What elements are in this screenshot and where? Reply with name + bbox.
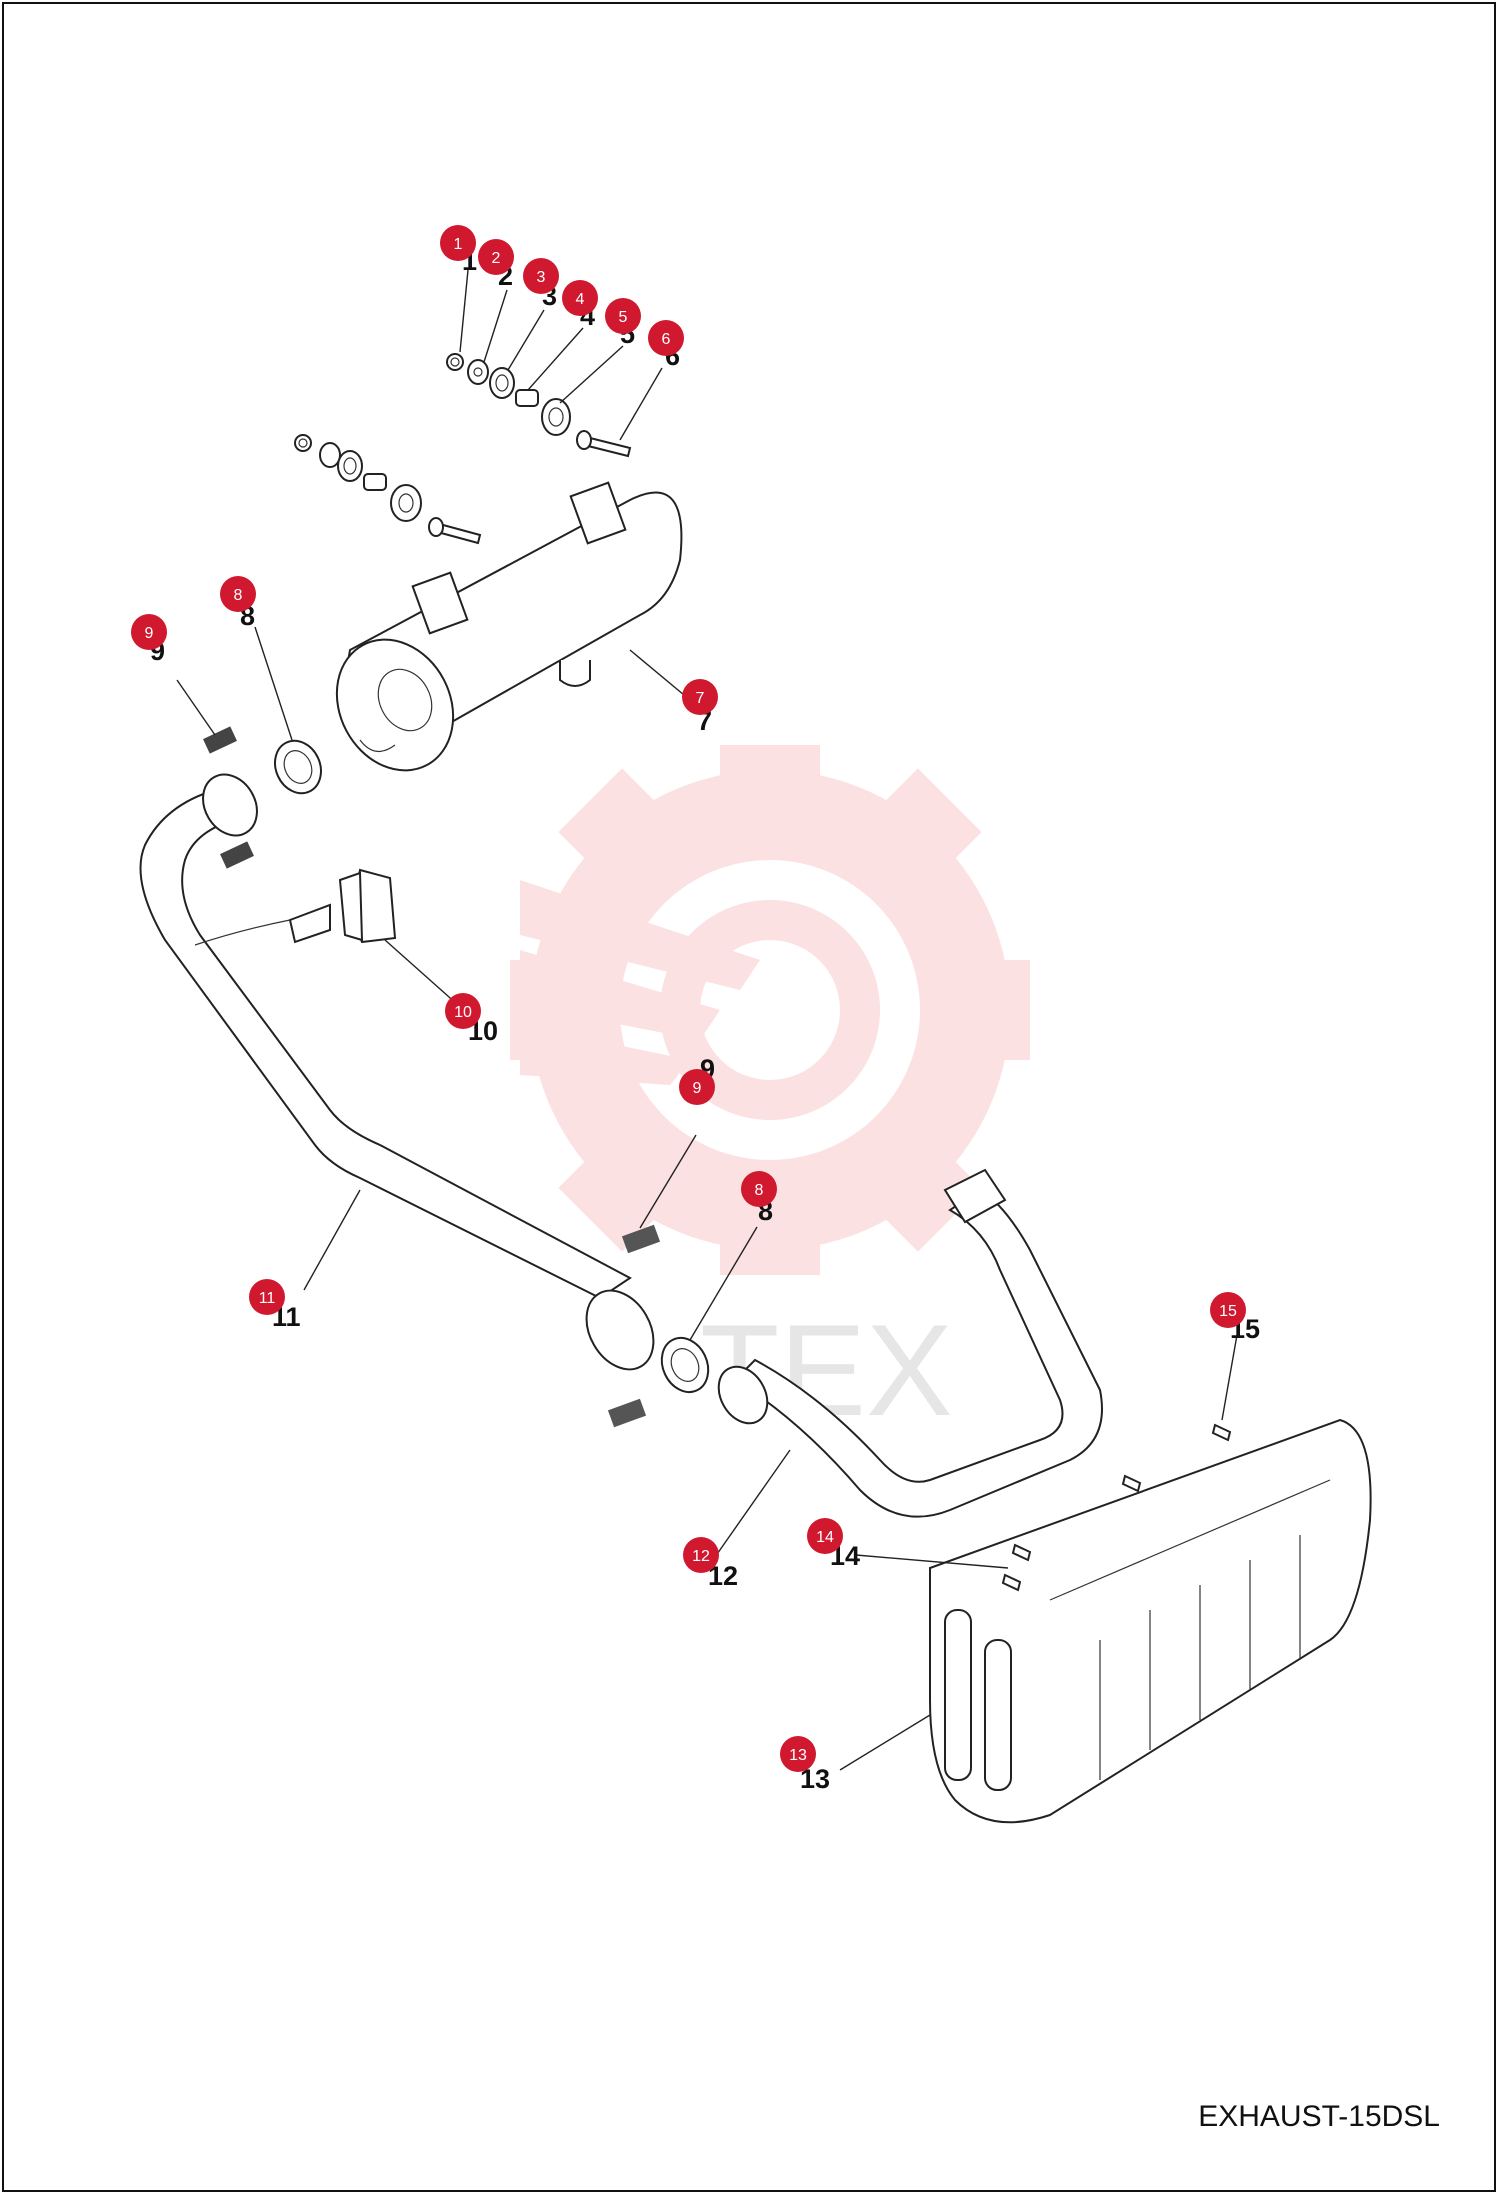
svg-text:7: 7 [696,690,705,707]
muffler [335,481,683,772]
marker-dots: 1 2 3 4 5 6 7 8 9 10 9 8 11 12 14 15 13 [131,225,1246,1772]
svg-text:12: 12 [692,1548,710,1565]
svg-text:2: 2 [492,250,501,267]
marker-dot: 11 [249,1279,285,1315]
svg-text:6: 6 [662,331,671,348]
drawing-caption: EXHAUST-15DSL [1198,2100,1440,2133]
marker-dot: 13 [780,1736,816,1772]
marker-dot: 4 [562,280,598,316]
hardware-set-lower [294,434,482,545]
svg-text:1: 1 [454,236,463,253]
svg-text:9: 9 [145,625,154,642]
marker-dot: 2 [478,239,514,275]
tailpipe [139,773,655,1371]
svg-text:10: 10 [454,1004,472,1021]
svg-text:11: 11 [259,1290,276,1307]
marker-dot: 8 [220,576,256,612]
hardware-set-top [446,353,632,458]
svg-text:3: 3 [537,269,546,286]
rubber-mount [338,868,397,944]
heat-shield [929,1418,1372,1824]
svg-text:8: 8 [755,1182,764,1199]
marker-dot: 9 [131,614,167,650]
spring-upper [203,726,254,869]
svg-text:15: 15 [1219,1303,1237,1320]
svg-text:13: 13 [789,1747,807,1764]
marker-dot: 5 [605,298,641,334]
gasket-upper [274,739,322,795]
marker-dot: 8 [741,1171,777,1207]
svg-text:5: 5 [619,309,628,326]
marker-dot: 3 [523,258,559,294]
svg-text:9: 9 [693,1080,702,1097]
marker-dot: 12 [683,1537,719,1573]
svg-text:14: 14 [816,1529,834,1546]
leader-lines [176,269,1238,1771]
gasket-lower [660,1336,710,1394]
svg-text:4: 4 [576,291,585,308]
svg-text:8: 8 [234,587,243,604]
shield-bolts [1001,1423,1232,1592]
spring-lower [621,1224,661,1254]
marker-dot: 7 [682,679,718,715]
marker-dot: 14 [807,1518,843,1554]
marker-dot: 9 [679,1069,715,1105]
marker-dot: 6 [648,320,684,356]
marker-dot: 10 [445,993,481,1029]
marker-dot: 1 [440,225,476,261]
marker-dot: 15 [1210,1292,1246,1328]
front-exhaust-pipe [717,1168,1103,1518]
